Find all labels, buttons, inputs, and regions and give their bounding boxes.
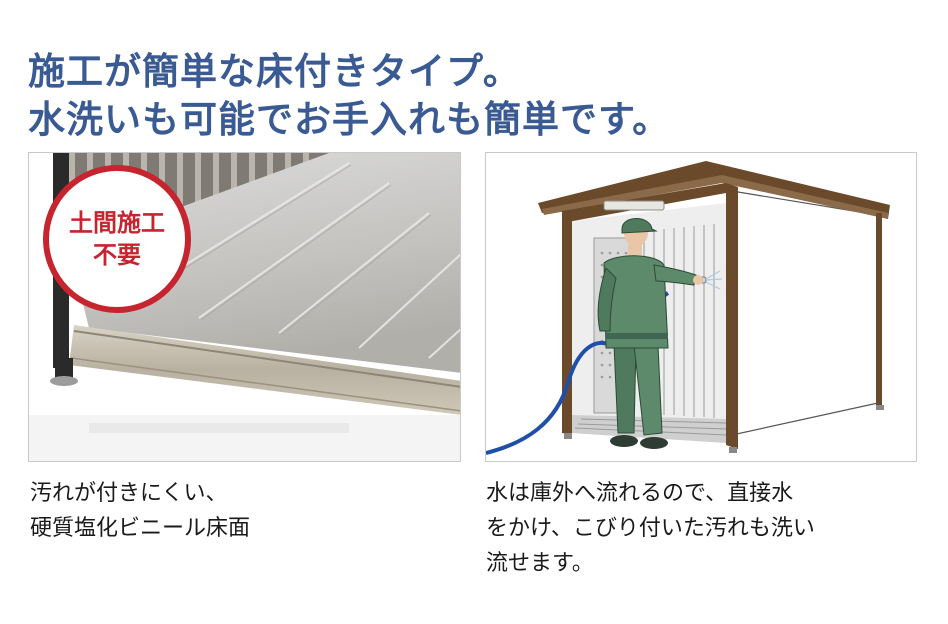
washing-caption-line-2: をかけ、こびり付いた汚れも洗い <box>486 516 815 541</box>
headline-line-1: 施工が簡単な床付きタイプ。 <box>28 50 521 93</box>
headline: 施工が簡単な床付きタイプ。 水洗いも可能でお手入れも簡単です。 <box>28 48 670 144</box>
washing-caption: 水は庫外へ流れるので、直接水 をかけ、こびり付いた汚れも洗い 流せます。 <box>486 476 815 581</box>
badge-line-1: 土間施工 <box>69 209 165 237</box>
worker-washing-shed-illustration <box>486 153 916 461</box>
washing-caption-line-3: 流せます。 <box>486 551 594 576</box>
no-concrete-floor-badge: 土間施工 不要 <box>43 165 191 313</box>
washing-caption-line-1: 水は庫外へ流れるので、直接水 <box>486 481 794 506</box>
headline-line-2: 水洗いも可能でお手入れも簡単です。 <box>28 98 671 141</box>
floor-caption: 汚れが付きにくい、 硬質塩化ビニール床面 <box>30 476 250 546</box>
floor-photo-panel: 土間施工 不要 <box>28 152 461 462</box>
washing-illustration-panel <box>485 152 917 462</box>
floor-caption-line-1: 汚れが付きにくい、 <box>30 481 228 506</box>
vinyl-floor-illustration <box>29 153 460 461</box>
floor-caption-line-2: 硬質塩化ビニール床面 <box>30 516 251 541</box>
badge-line-2: 不要 <box>93 241 141 269</box>
